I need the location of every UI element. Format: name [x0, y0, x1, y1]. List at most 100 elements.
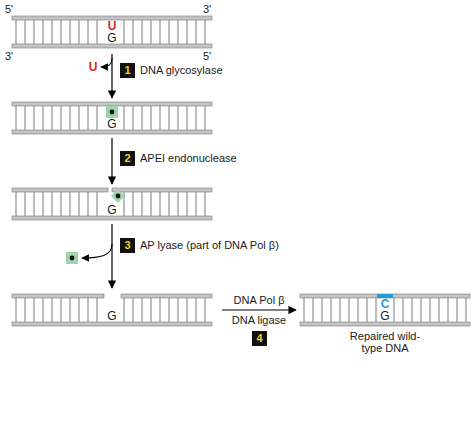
base-pair — [204, 298, 205, 322]
base-letter: G — [104, 310, 120, 323]
base-pair — [78, 192, 79, 216]
sugar-dot — [110, 110, 115, 115]
result-caption: Repaired wild-type DNA — [343, 330, 427, 354]
base-pair — [348, 298, 349, 322]
base-pair — [42, 192, 43, 216]
step-number: 2 — [120, 151, 135, 166]
base-pair — [303, 298, 304, 322]
base-letter: G — [377, 310, 393, 323]
base-pair — [177, 298, 178, 322]
base-pair — [159, 20, 160, 44]
base-pair — [123, 298, 124, 322]
enzyme-name: DNA Pol β — [219, 294, 299, 306]
dna-duplex — [12, 16, 212, 48]
base-pair — [204, 106, 205, 130]
base-pair — [411, 298, 412, 322]
callout-number: 4 — [256, 333, 262, 344]
base-pair — [33, 192, 34, 216]
base-pair — [177, 106, 178, 130]
dna-molecules — [12, 16, 470, 326]
dna-duplex — [12, 102, 212, 134]
base-pair — [87, 106, 88, 130]
step-number: 3 — [120, 238, 135, 253]
base-pair — [168, 298, 169, 322]
base-pair — [87, 298, 88, 322]
strand-end: 3' — [203, 3, 211, 15]
base-pair — [204, 20, 205, 44]
base-pair — [96, 106, 97, 130]
base-pair — [186, 298, 187, 322]
base-pair — [195, 20, 196, 44]
base-pair — [177, 192, 178, 216]
base-letter: U — [85, 61, 101, 74]
callout-number: 2 — [124, 153, 130, 164]
base-pair — [123, 106, 124, 130]
base-pair — [24, 20, 25, 44]
base-pair — [195, 106, 196, 130]
base-pair — [15, 106, 16, 130]
dna-duplex — [12, 188, 212, 220]
step-number: 1 — [120, 63, 135, 78]
base-pair — [78, 298, 79, 322]
base-pair — [186, 106, 187, 130]
base-pair — [51, 192, 52, 216]
base-pair — [456, 298, 457, 322]
base-pair — [321, 298, 322, 322]
base-pair — [132, 106, 133, 130]
base-pair — [42, 298, 43, 322]
base-pair — [24, 192, 25, 216]
base-pair — [60, 192, 61, 216]
base-pair — [429, 298, 430, 322]
strand-end: 3' — [5, 50, 13, 62]
base-pair — [141, 298, 142, 322]
step-arrow — [111, 138, 112, 184]
strand-end: 5' — [203, 50, 211, 62]
base-pair — [186, 20, 187, 44]
base-pair — [132, 20, 133, 44]
strand-end: 5' — [5, 3, 13, 15]
base-pair — [78, 20, 79, 44]
base-letter: G — [104, 118, 120, 131]
base-pair — [96, 20, 97, 44]
released-sugar — [66, 252, 78, 264]
base-pair — [42, 20, 43, 44]
base-pair — [87, 192, 88, 216]
dna-strand — [12, 294, 104, 298]
base-pair — [33, 106, 34, 130]
base-pair — [402, 298, 403, 322]
base-pair — [150, 192, 151, 216]
base-pair — [195, 192, 196, 216]
callout-number: 1 — [124, 65, 130, 76]
base-pair — [393, 298, 394, 322]
base-pair — [141, 20, 142, 44]
base-pair — [150, 20, 151, 44]
dna-strand — [121, 294, 212, 298]
base-pair — [141, 106, 142, 130]
abasic-site — [111, 189, 125, 203]
base-pair — [330, 298, 331, 322]
base-pair — [132, 298, 133, 322]
abasic-site — [106, 106, 118, 118]
release-arrow — [82, 244, 112, 258]
base-pair — [465, 298, 466, 322]
base-pair — [186, 192, 187, 216]
dna-strand — [12, 188, 108, 192]
enzyme-name: DNA glycosylase — [140, 64, 223, 76]
base-letter: G — [104, 32, 120, 45]
base-pair — [69, 298, 70, 322]
base-pair — [96, 192, 97, 216]
base-pair — [69, 106, 70, 130]
base-pair — [15, 298, 16, 322]
enzyme-name: DNA ligase — [219, 314, 299, 326]
base-pair — [60, 106, 61, 130]
base-pair — [132, 192, 133, 216]
base-pair — [204, 192, 205, 216]
base-pair — [78, 106, 79, 130]
dna-strand — [112, 188, 212, 192]
sugar-dot — [70, 256, 75, 261]
base-pair — [375, 298, 376, 322]
base-pair — [366, 298, 367, 322]
dna-strand — [12, 102, 212, 106]
base-pair — [87, 20, 88, 44]
